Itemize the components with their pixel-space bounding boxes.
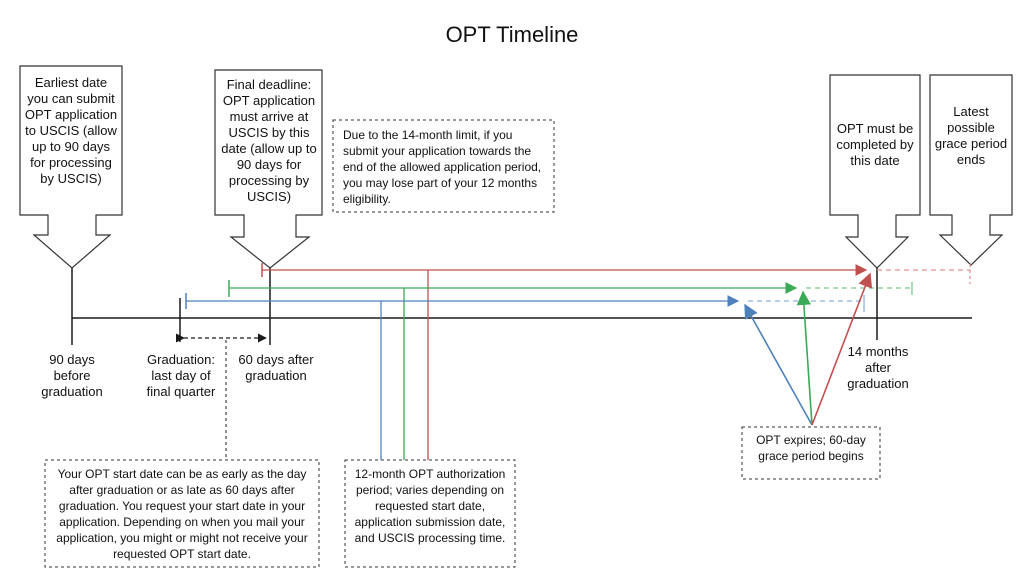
start-date-box xyxy=(44,459,320,568)
start-date-callout: Your OPT start date can be as early as t… xyxy=(56,467,308,561)
grace-period-arrow-box xyxy=(929,74,1013,266)
graduation-label: Graduation: last day of final quarter xyxy=(146,352,216,399)
sixty-days-after-label: 60 days after graduation xyxy=(238,352,314,383)
expires-box xyxy=(741,426,881,480)
opt-completed-label: OPT must be completed by this date xyxy=(836,121,914,168)
expiry-arrow-green xyxy=(796,290,813,426)
ninety-days-before-label: 90 days before graduation xyxy=(41,352,103,399)
page-title: OPT Timeline xyxy=(445,22,579,47)
limit-note-callout: Due to the 14-month limit, if you submit… xyxy=(343,128,542,206)
opt-completed-arrow-box xyxy=(829,74,921,269)
expiry-arrow-blue xyxy=(744,303,813,426)
grace-period-ends-label: Latest possible grace period ends xyxy=(934,104,1008,167)
expiry-arrow-red xyxy=(811,272,873,426)
final-deadline-arrow-box xyxy=(214,69,323,269)
earliest-date-label: Earliest date you can submit OPT applica… xyxy=(24,75,118,186)
auth-period-callout: 12-month OPT authorization period; varie… xyxy=(354,467,506,545)
final-deadline-label: Final deadline: OPT application must arr… xyxy=(221,77,317,204)
earliest-date-arrow-box xyxy=(19,65,123,269)
opt-expires-callout: OPT expires; 60-day grace period begins xyxy=(756,433,866,463)
limit-note-box xyxy=(332,119,555,213)
auth-period-box xyxy=(344,459,516,568)
fourteen-months-after-label: 14 months after graduation xyxy=(847,344,909,391)
